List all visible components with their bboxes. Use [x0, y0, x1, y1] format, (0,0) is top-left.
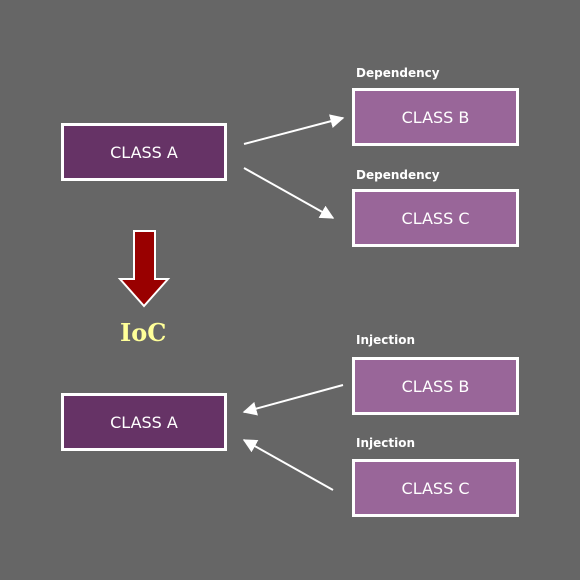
bottom-injection-c-label: Injection	[356, 436, 416, 450]
arrow-a-to-b	[243, 114, 345, 145]
bottom-class-c-box: CLASS C	[352, 459, 519, 517]
down-arrow-icon	[117, 230, 171, 308]
top-class-c-box: CLASS C	[352, 189, 519, 247]
arrow-c-injects-a	[242, 439, 334, 491]
top-class-b-label: CLASS B	[401, 107, 470, 127]
top-class-c-label: CLASS C	[401, 208, 470, 228]
top-class-a-label: CLASS A	[110, 142, 178, 162]
arrow-b-injects-a	[242, 384, 344, 416]
top-dependency-b-label: Dependency	[356, 66, 440, 80]
bottom-class-c-label: CLASS C	[401, 478, 470, 498]
top-class-b-box: CLASS B	[352, 88, 519, 146]
bottom-injection-b-label: Injection	[356, 333, 416, 347]
bottom-class-b-label: CLASS B	[401, 376, 470, 396]
bottom-class-b-box: CLASS B	[352, 357, 519, 415]
top-class-a-box: CLASS A	[61, 123, 227, 181]
ioc-label: IoC	[120, 318, 167, 347]
bottom-class-a-label: CLASS A	[110, 412, 178, 432]
top-dependency-c-label: Dependency	[356, 168, 440, 182]
arrow-a-to-c	[243, 167, 335, 219]
bottom-class-a-box: CLASS A	[61, 393, 227, 451]
